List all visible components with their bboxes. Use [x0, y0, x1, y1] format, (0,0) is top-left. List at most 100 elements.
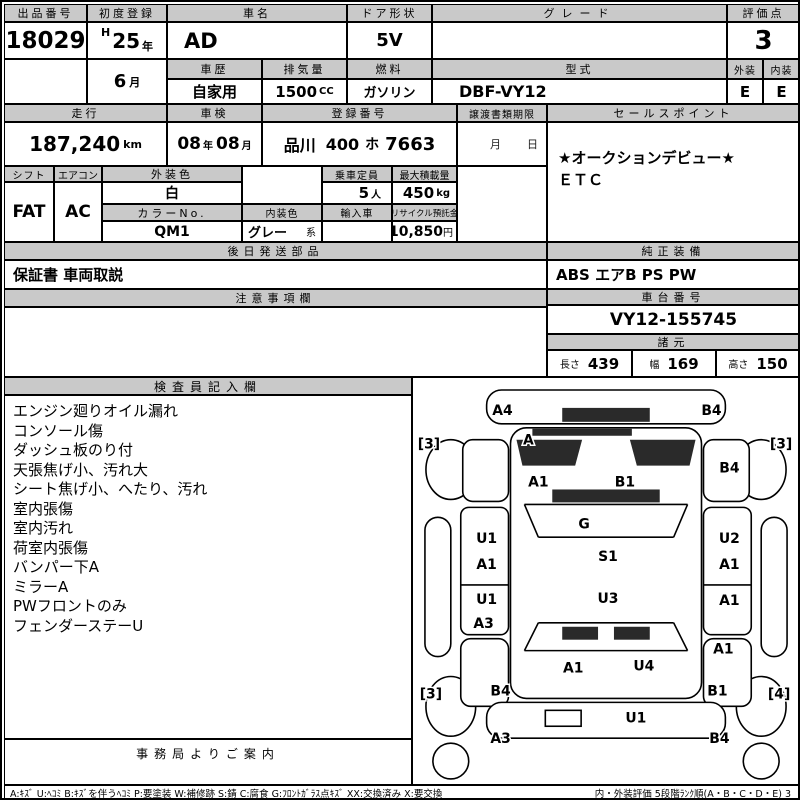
exhibit-no-value: 18029: [4, 22, 87, 59]
grade-value: [432, 22, 727, 59]
rear-bumper: [485, 701, 727, 739]
damage-label: A1: [719, 557, 739, 573]
side-panels-group: [424, 438, 788, 708]
history-label: 車歴: [167, 59, 262, 79]
damage-label: B4: [490, 683, 511, 699]
rear-right-corner-wheel: [742, 742, 780, 780]
left-doors-panel: [459, 506, 510, 636]
damage-label: A1: [713, 642, 733, 658]
recycle-unit: 円: [443, 228, 453, 239]
era-letter: H: [100, 26, 111, 39]
interior-color-value: グレー 系: [242, 221, 322, 242]
inspection-item: コンソール傷: [13, 421, 104, 440]
damage-label: G: [578, 516, 589, 532]
sales-point-line1: ★オークションデビュー★: [558, 149, 735, 167]
damage-label: A3: [473, 616, 493, 632]
displacement-number: 1500: [275, 82, 318, 101]
inspection-item: バンパー下A: [13, 558, 100, 576]
interior-grade-value: E: [763, 79, 798, 104]
damage-label: A: [523, 433, 534, 449]
left-headlight-shape: [516, 439, 583, 466]
mileage-label: 走行: [4, 104, 167, 122]
import-value: [322, 221, 392, 242]
transfer-deadline-label: 譲渡書類期限: [457, 104, 547, 122]
inspection-value: 08 年 08 月: [167, 122, 262, 166]
displacement-label: 排気量: [262, 59, 347, 79]
chassis-number-label: 車台番号: [547, 289, 798, 305]
inspection-list: エンジン廻りオイル漏れコンソール傷ダッシュ板のり付天張焦げ小、汚れ大シート焦げ小…: [4, 395, 412, 739]
inspection-item: フェンダーステーU: [13, 616, 144, 635]
damage-label: A1: [476, 557, 496, 573]
exhibit-no-label: 出品番号: [4, 4, 87, 22]
registration-number-value: 品川 400 ホ 7663: [262, 122, 457, 166]
height-value: 150: [756, 354, 788, 373]
recycle-number: 10,850: [392, 223, 443, 240]
interior-grade-label: 内装: [763, 59, 798, 79]
damage-label: A3: [490, 731, 510, 747]
body-group: [485, 389, 727, 739]
spec-length: 長さ 439: [547, 350, 632, 377]
first-reg-year-value: 25: [112, 28, 141, 53]
legend-rank: 内・外装評価 5段階ﾗﾝｸ順(A・B・C・D・E) 3: [594, 788, 791, 800]
genuine-equipment-value: ABS エアB PS PW: [547, 260, 798, 289]
damage-label: [4]: [768, 686, 790, 702]
first-registration-year: H 25 年: [87, 22, 167, 59]
right-front-fender: [702, 438, 751, 503]
color-number-value: QM1: [102, 221, 242, 242]
color-number-label: カラーNo.: [102, 204, 242, 221]
capacity-unit: 人: [371, 189, 381, 201]
displacement-value: 1500 CC: [262, 79, 347, 104]
registration-number-label: 登録番号: [262, 104, 457, 122]
transfer-day-unit: 日: [527, 138, 538, 151]
license-plate: [544, 709, 582, 728]
mileage-number: 187,240: [29, 132, 121, 156]
length-value: 439: [587, 354, 620, 373]
damage-label: A1: [528, 474, 548, 490]
inspection-item: 室内汚れ: [13, 519, 74, 537]
damage-label: B4: [719, 461, 740, 477]
caution-label: 注意事項欄: [4, 289, 547, 307]
damage-label: B4: [709, 731, 730, 747]
inspection-item: ダッシュ板のり付: [13, 441, 134, 459]
legend-bar: A:ｷｽﾞ U:ﾍｺﾐ B:ｷｽﾞを伴うﾍｺﾐ P:要塗装 W:補修跡 S:錆 …: [4, 785, 798, 800]
max-load-value: 450 kg: [392, 182, 457, 204]
damage-label: A1: [719, 593, 739, 609]
rear-window-left-line: [523, 622, 540, 651]
regno-number: 7663: [385, 133, 436, 155]
damage-label: U1: [476, 592, 497, 608]
cowl-bar: [532, 428, 632, 436]
first-registration-label: 初度登録: [87, 4, 167, 22]
car-name-label: 車名: [167, 4, 347, 22]
exhibit-no-empty-cell: [4, 59, 87, 104]
right-headlight-shape: [629, 439, 696, 466]
spec-height: 高さ 150: [716, 350, 798, 377]
rear-left-corner-wheel: [432, 742, 470, 780]
capacity-number: 5: [358, 184, 369, 202]
damage-label: S1: [598, 549, 618, 565]
sales-point-content: ★オークションデビュー★ ＥＴＣ: [547, 122, 798, 242]
damage-label: U1: [625, 710, 646, 726]
shift-value: FAT: [4, 182, 54, 242]
damage-label: [3]: [420, 686, 442, 702]
year-unit: 年: [142, 40, 154, 53]
width-label: 幅: [649, 360, 660, 371]
inspection-item: 荷室内張傷: [13, 538, 89, 557]
right-rear-quarter: [702, 637, 753, 708]
later-parts-label: 後日発送部品: [4, 242, 547, 260]
inspection-item: ミラーA: [13, 577, 69, 596]
right-doors-panel: [702, 506, 753, 636]
spec-label: 諸元: [547, 334, 798, 350]
equip-empty-cell: [457, 166, 547, 242]
damage-label: A4: [492, 403, 513, 419]
length-label: 長さ: [559, 360, 580, 371]
inspection-month: 08: [216, 134, 240, 154]
right-headrest: [613, 626, 650, 640]
exterior-color-label: 外装色: [102, 166, 242, 182]
transfer-month-unit: 月: [490, 138, 501, 151]
inspection-label: 車検: [167, 104, 262, 122]
exterior-grade-value: E: [727, 79, 763, 104]
interior-color-label: 内装色: [242, 204, 322, 221]
inspection-year-unit: 年: [203, 140, 213, 152]
